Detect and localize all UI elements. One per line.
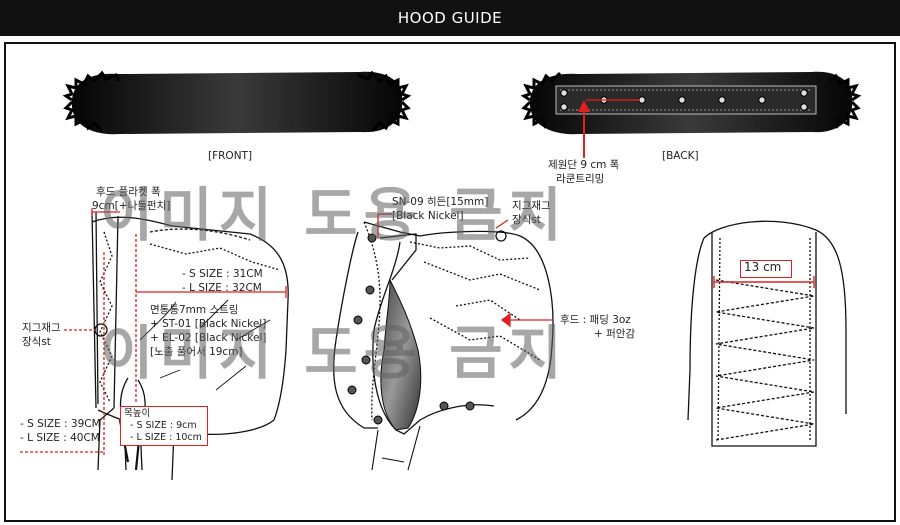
string-label-1: 면통통7mm 스트링 — [150, 304, 239, 316]
fur-front-illustration — [62, 70, 412, 135]
hood-back-illustration — [687, 220, 847, 447]
watermark-2: 이미지 도용 금지 — [100, 319, 568, 387]
fur-back-note-1: 제원단 9 cm 폭 — [548, 159, 620, 171]
watermark-1: 이미지 도용 금지 — [100, 181, 568, 249]
neck-size-s: - S SIZE : 9cm — [130, 420, 197, 431]
fur-back-illustration — [520, 71, 862, 158]
side-zigzag-2: 장식st — [22, 336, 51, 348]
side-size-s: - S SIZE : 31CM — [182, 268, 263, 280]
side-measure-lines — [20, 208, 287, 456]
neck-height-box — [120, 406, 208, 446]
neck-size-l: - L SIZE : 10cm — [130, 432, 202, 443]
string-label-4: [노출 풀어서 19cm] — [150, 346, 243, 358]
hood-fur-lining — [380, 279, 422, 431]
snap-label-1: SN-09 히든[15mm] — [392, 196, 489, 208]
side-bottom-size-l: - L SIZE : 40CM — [20, 432, 100, 444]
diagram-frame — [4, 42, 896, 522]
string-label-3: + EL-02 [Black Nickel] — [150, 332, 267, 344]
side-bottom-size-s: - S SIZE : 39CM — [20, 418, 101, 430]
title-bar: HOOD GUIDE — [0, 0, 900, 36]
placket-label-1: 후드 플라켓 폭 — [96, 186, 161, 198]
placket-label-2: 9cm[+나들펀치] — [92, 200, 171, 212]
neck-title: 목높이 — [124, 408, 151, 419]
padding-label-2: + 퍼안감 — [594, 328, 636, 340]
snap-label-2: [Black Nickel] — [392, 210, 464, 222]
fur-back-note-2: 라쿤트리밍 — [556, 173, 605, 185]
fur-front-label: [FRONT] — [208, 150, 253, 162]
string-label-2: + ST-01 [Black Nickel] — [150, 318, 267, 330]
side-size-l: - L SIZE : 32CM — [182, 282, 262, 294]
page-title: HOOD GUIDE — [397, 9, 503, 27]
fur-back-label: [BACK] — [662, 150, 699, 162]
front-zigzag-1: 지그재그 — [512, 200, 551, 212]
front-measure-lines — [377, 213, 552, 328]
side-zigzag-1: 지그재그 — [22, 322, 61, 334]
front-snaps — [347, 233, 475, 425]
back-measure-box — [740, 260, 792, 278]
padding-label-1: 후드 : 패딩 3oz — [560, 314, 631, 326]
front-zigzag-2: 장식st — [512, 214, 541, 226]
back-measure-label: 13 cm — [744, 260, 782, 274]
hood-front-illustration — [332, 221, 554, 471]
